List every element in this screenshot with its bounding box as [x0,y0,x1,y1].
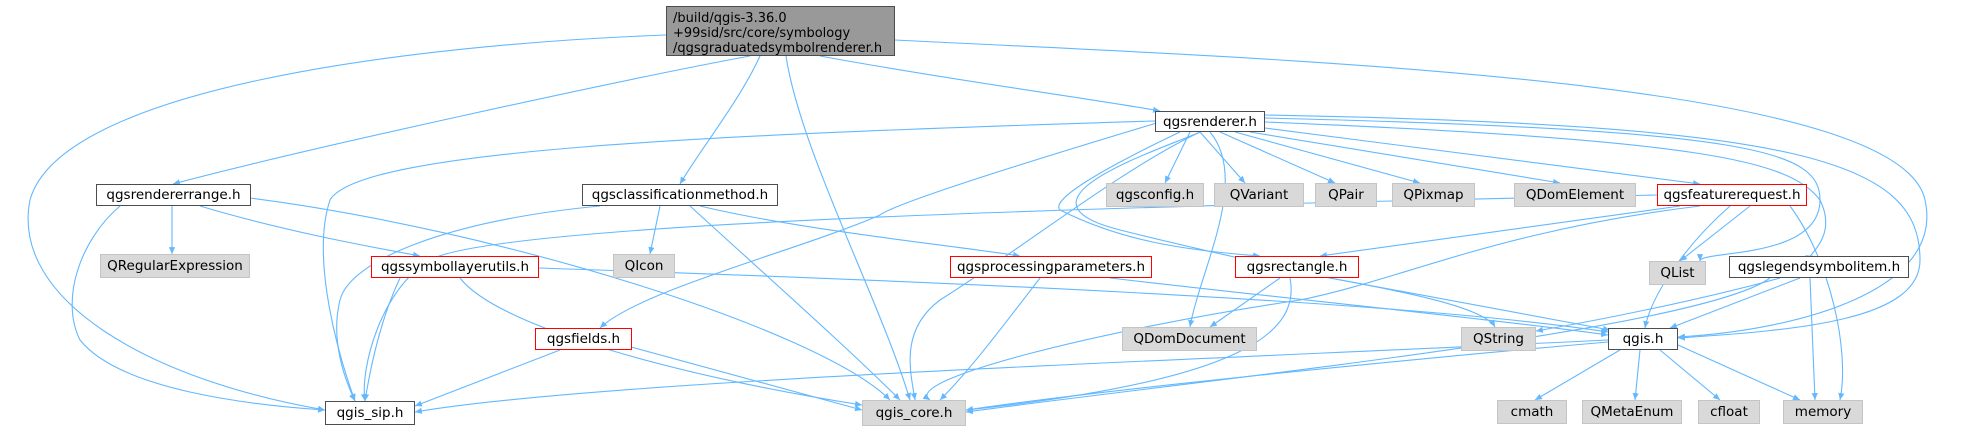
dependency-edges [27,34,1928,415]
root-node-qgsgraduatedsymbolrenderer[interactable]: /build/qgis-3.36.0 +99sid/src/core/symbo… [666,6,895,56]
node-qgsprocessingparameters[interactable]: qgsprocessingparameters.h [950,256,1152,278]
dependency-edge-su [363,277,401,402]
dependency-edge-ls [1535,277,1781,333]
node-qpair[interactable]: QPair [1315,183,1377,207]
dependency-edge-qg [414,339,1609,414]
root-node-line-3: /qgsgraduatedsymbolrenderer.h [673,41,883,56]
dependency-edge-su [459,277,863,407]
dependency-edge-qg [1659,349,1721,401]
dependency-edge-sr [1249,131,1561,185]
dependency-edge-ls [1669,277,1801,329]
dependency-edge-fr [360,194,1658,402]
dependency-edge-fr [1319,205,1681,259]
dependency-edge-fr [1789,205,1845,401]
node-qgsconfig[interactable]: qgsconfig.h [1106,183,1204,207]
node-qdomdocument[interactable]: QDomDocument [1122,327,1257,351]
node-qgslegendsymbolitem[interactable]: qgslegendsymbolitem.h [1729,256,1909,278]
node-qlist[interactable]: QList [1649,261,1706,285]
dependency-edge-pp [939,277,1041,401]
dependency-edge-sr [1264,127,1701,187]
dependency-edge-cm [689,205,901,401]
node-qgis-core[interactable]: qgis_core.h [862,400,966,426]
node-qpixmap[interactable]: QPixmap [1392,183,1475,207]
dependency-edge-cm [699,205,1021,258]
dependency-edge-ls [965,277,1771,415]
dependency-edge-sr [909,131,1201,401]
node-qicon[interactable]: QIcon [613,254,675,278]
dependency-edge-fr [1679,205,1751,262]
dependency-edge-sr [1188,131,1226,328]
dependency-edge-cm [648,205,661,255]
dependency-edge-rt [1329,277,1611,332]
dependency-edge-rt [1209,277,1281,328]
dependency-edge-sr [322,120,1156,402]
node-qgsrectangle[interactable]: qgsrectangle.h [1235,256,1359,278]
dependency-edge-sr [1219,131,1336,184]
dependency-edge-root [785,55,911,401]
node-qvariant[interactable]: QVariant [1214,183,1304,207]
dependency-edge-su [538,267,1609,334]
node-qstring[interactable]: QString [1461,327,1536,351]
node-cfloat[interactable]: cfloat [1698,400,1760,424]
dependency-edge-sr [1164,131,1191,184]
node-qgsfields[interactable]: qgsfields.h [535,328,632,350]
dependency-edge-ls [1809,277,1818,401]
dependency-edge-fi [414,349,561,407]
node-qregularexpression[interactable]: QRegularExpression [100,254,250,278]
dependency-edge-qg [1534,349,1621,401]
dependency-edge-rr [199,205,421,258]
dependency-edge-root [819,55,1161,113]
node-qgis[interactable]: qgis.h [1608,328,1678,350]
dependency-edge-sr [1234,131,1421,185]
node-qdomelement[interactable]: QDomElement [1514,183,1636,207]
root-node-line-2: +99sid/src/core/symbology [673,26,851,41]
dependency-edge-fi [619,343,863,412]
root-node-line-1: /build/qgis-3.36.0 [673,11,787,26]
node-qgsfeaturerequest[interactable]: qgsfeaturerequest.h [1657,184,1807,206]
dependency-edge-sr [1264,114,1921,341]
dependency-edge-fr [922,205,1701,401]
node-qgsrenderer[interactable]: qgsrenderer.h [1155,111,1265,132]
dependency-edge-root [172,55,751,186]
node-memory[interactable]: memory [1783,400,1863,424]
dependency-edge-rr [71,205,326,413]
node-qgis-sip[interactable]: qgis_sip.h [325,401,415,425]
dependency-edge-qg [1677,344,1801,401]
dependency-edge-sr [599,121,1161,329]
node-qgsclassificationmethod[interactable]: qgsclassificationmethod.h [582,184,778,206]
node-qgssymbollayerutils[interactable]: qgssymbollayerutils.h [371,256,539,278]
dependency-edge-sr [1264,121,1827,261]
dependency-edge-pp [1109,277,1609,338]
dependency-edge-root [27,34,667,412]
node-qgsrendererrange[interactable]: qgsrendererrange.h [96,184,251,206]
dependency-edge-qg [1632,349,1641,401]
dependency-edge-root [679,55,761,185]
node-cmath[interactable]: cmath [1497,400,1567,424]
dependency-edge-sr [1264,117,1821,262]
dependency-edge-cm [336,205,601,402]
dependency-edge-rr [249,197,891,401]
node-qmetaenum[interactable]: QMetaEnum [1582,400,1682,424]
